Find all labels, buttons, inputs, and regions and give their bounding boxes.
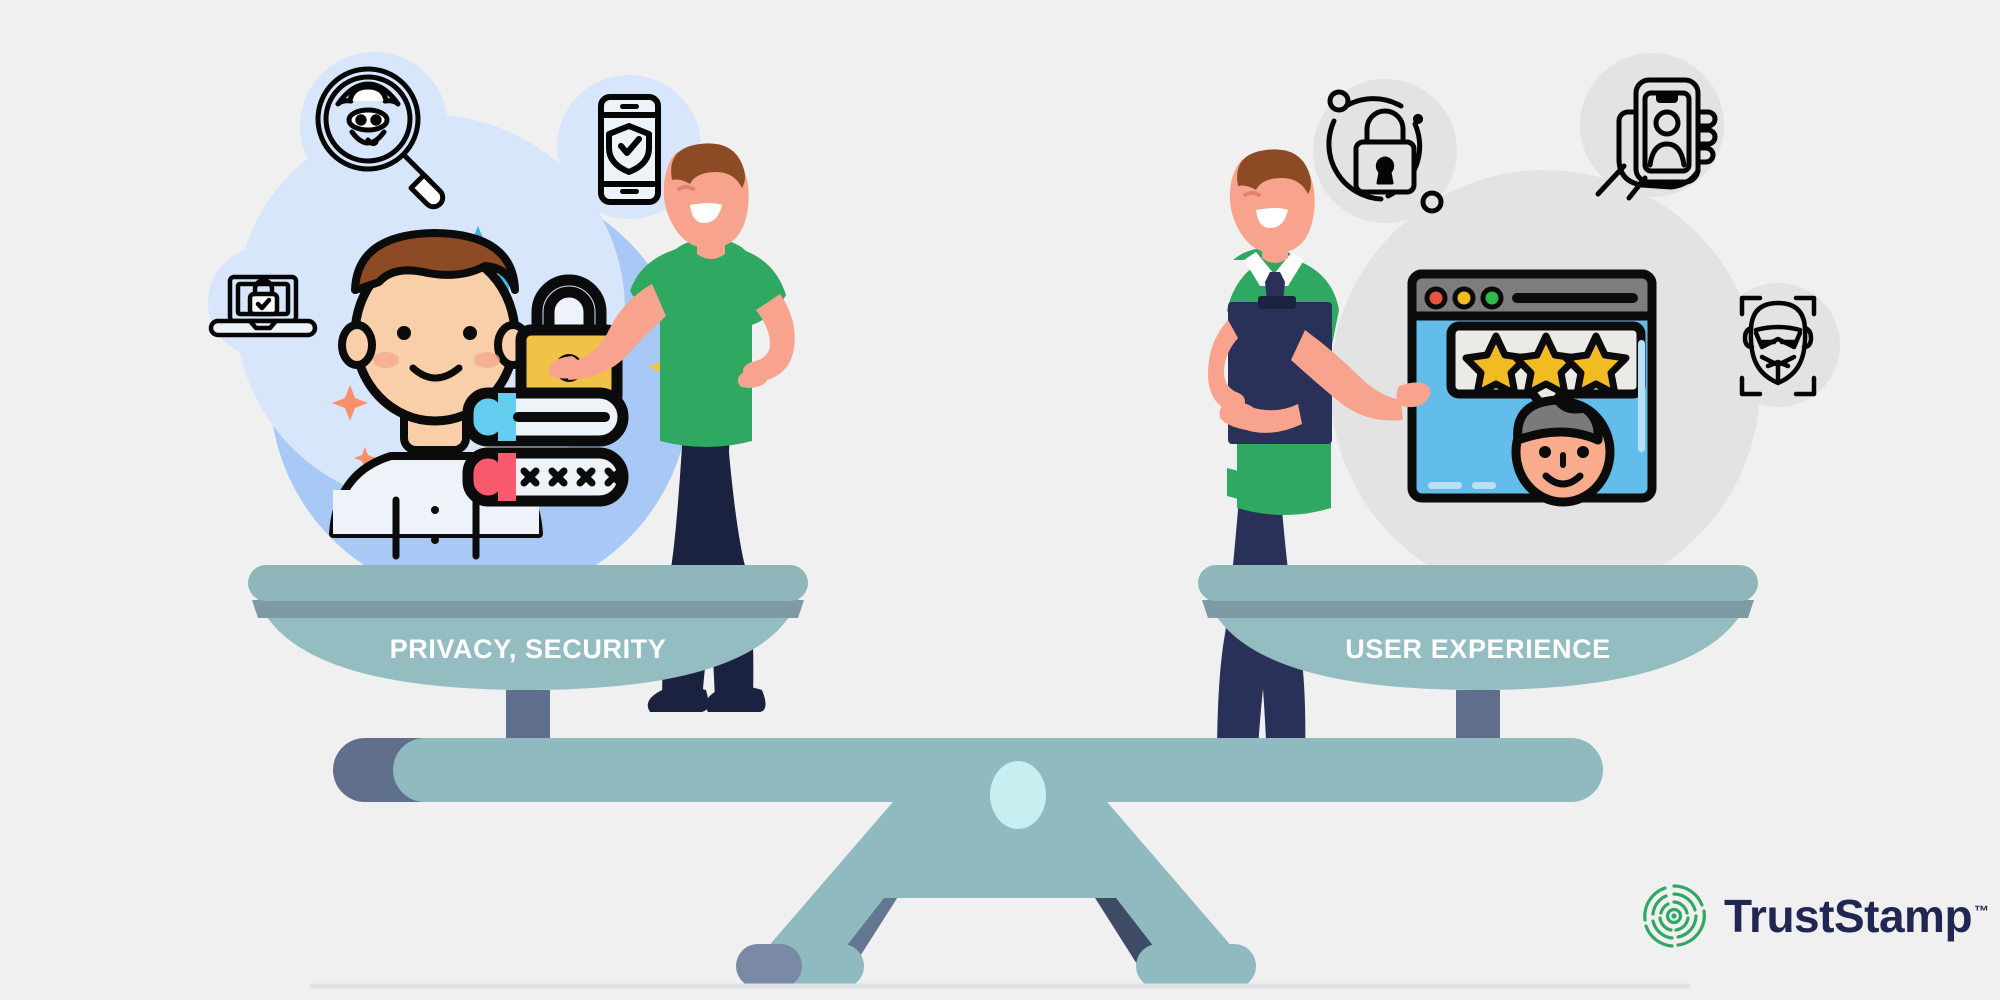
trademark-symbol: ™ [1974, 902, 1989, 920]
face-scan-icon [1716, 283, 1840, 407]
scale-fulcrum [736, 738, 1256, 988]
privacy-advocate-person [549, 143, 795, 712]
maximize-dot[interactable] [1480, 286, 1504, 310]
username-field[interactable] [462, 387, 629, 447]
address-bar[interactable] [1512, 293, 1638, 303]
left-pan [248, 565, 808, 742]
spy-magnifier-icon [300, 52, 448, 210]
laptop-lock-icon [208, 247, 318, 357]
pivot-dot [990, 761, 1046, 829]
logo-text-label: TrustStamp [1724, 890, 1973, 942]
phone-shield-icon [557, 75, 701, 219]
left-pan-label: PRIVACY, SECURITY [389, 634, 667, 664]
star-rating [1462, 332, 1630, 398]
hand-phone-selfie-icon [1580, 53, 1724, 201]
browser-window [1407, 269, 1657, 507]
login-fields [462, 387, 629, 507]
fingerprint-mark-icon [1643, 884, 1706, 948]
minimize-dot[interactable] [1452, 286, 1476, 310]
password-field[interactable] [462, 447, 629, 507]
rotating-lock-icon [1313, 79, 1457, 223]
close-dot[interactable] [1424, 286, 1448, 310]
right-pan [1198, 565, 1758, 742]
right-pan-label: USER EXPERIENCE [1345, 634, 1611, 664]
browser-avatar [1511, 395, 1615, 507]
